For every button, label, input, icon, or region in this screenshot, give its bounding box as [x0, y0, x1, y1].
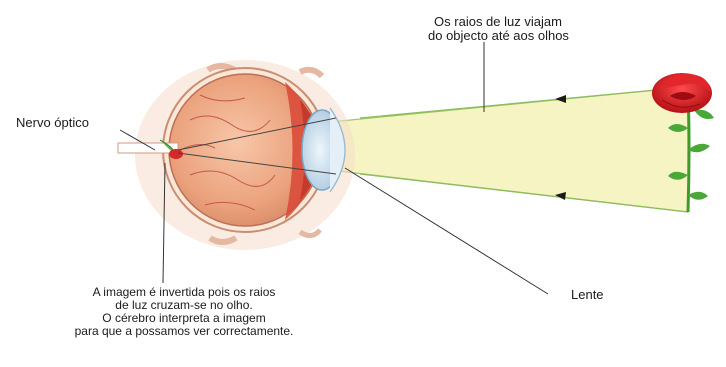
optic-nerve-label: Nervo óptico	[16, 116, 89, 130]
light-rays-label: Os raios de luz viajam do objecto até ao…	[428, 15, 568, 43]
light-beam	[330, 87, 688, 212]
light-rays-line-1: Os raios de luz viajam	[428, 15, 568, 29]
lens-label: Lente	[571, 288, 604, 302]
inverted-image-label: A imagem é invertida pois os raios de lu…	[44, 286, 324, 338]
inverted-image-line-4: para que a possamos ver correctamente.	[44, 325, 324, 338]
light-rays-line-2: do objecto até aos olhos	[428, 29, 568, 43]
